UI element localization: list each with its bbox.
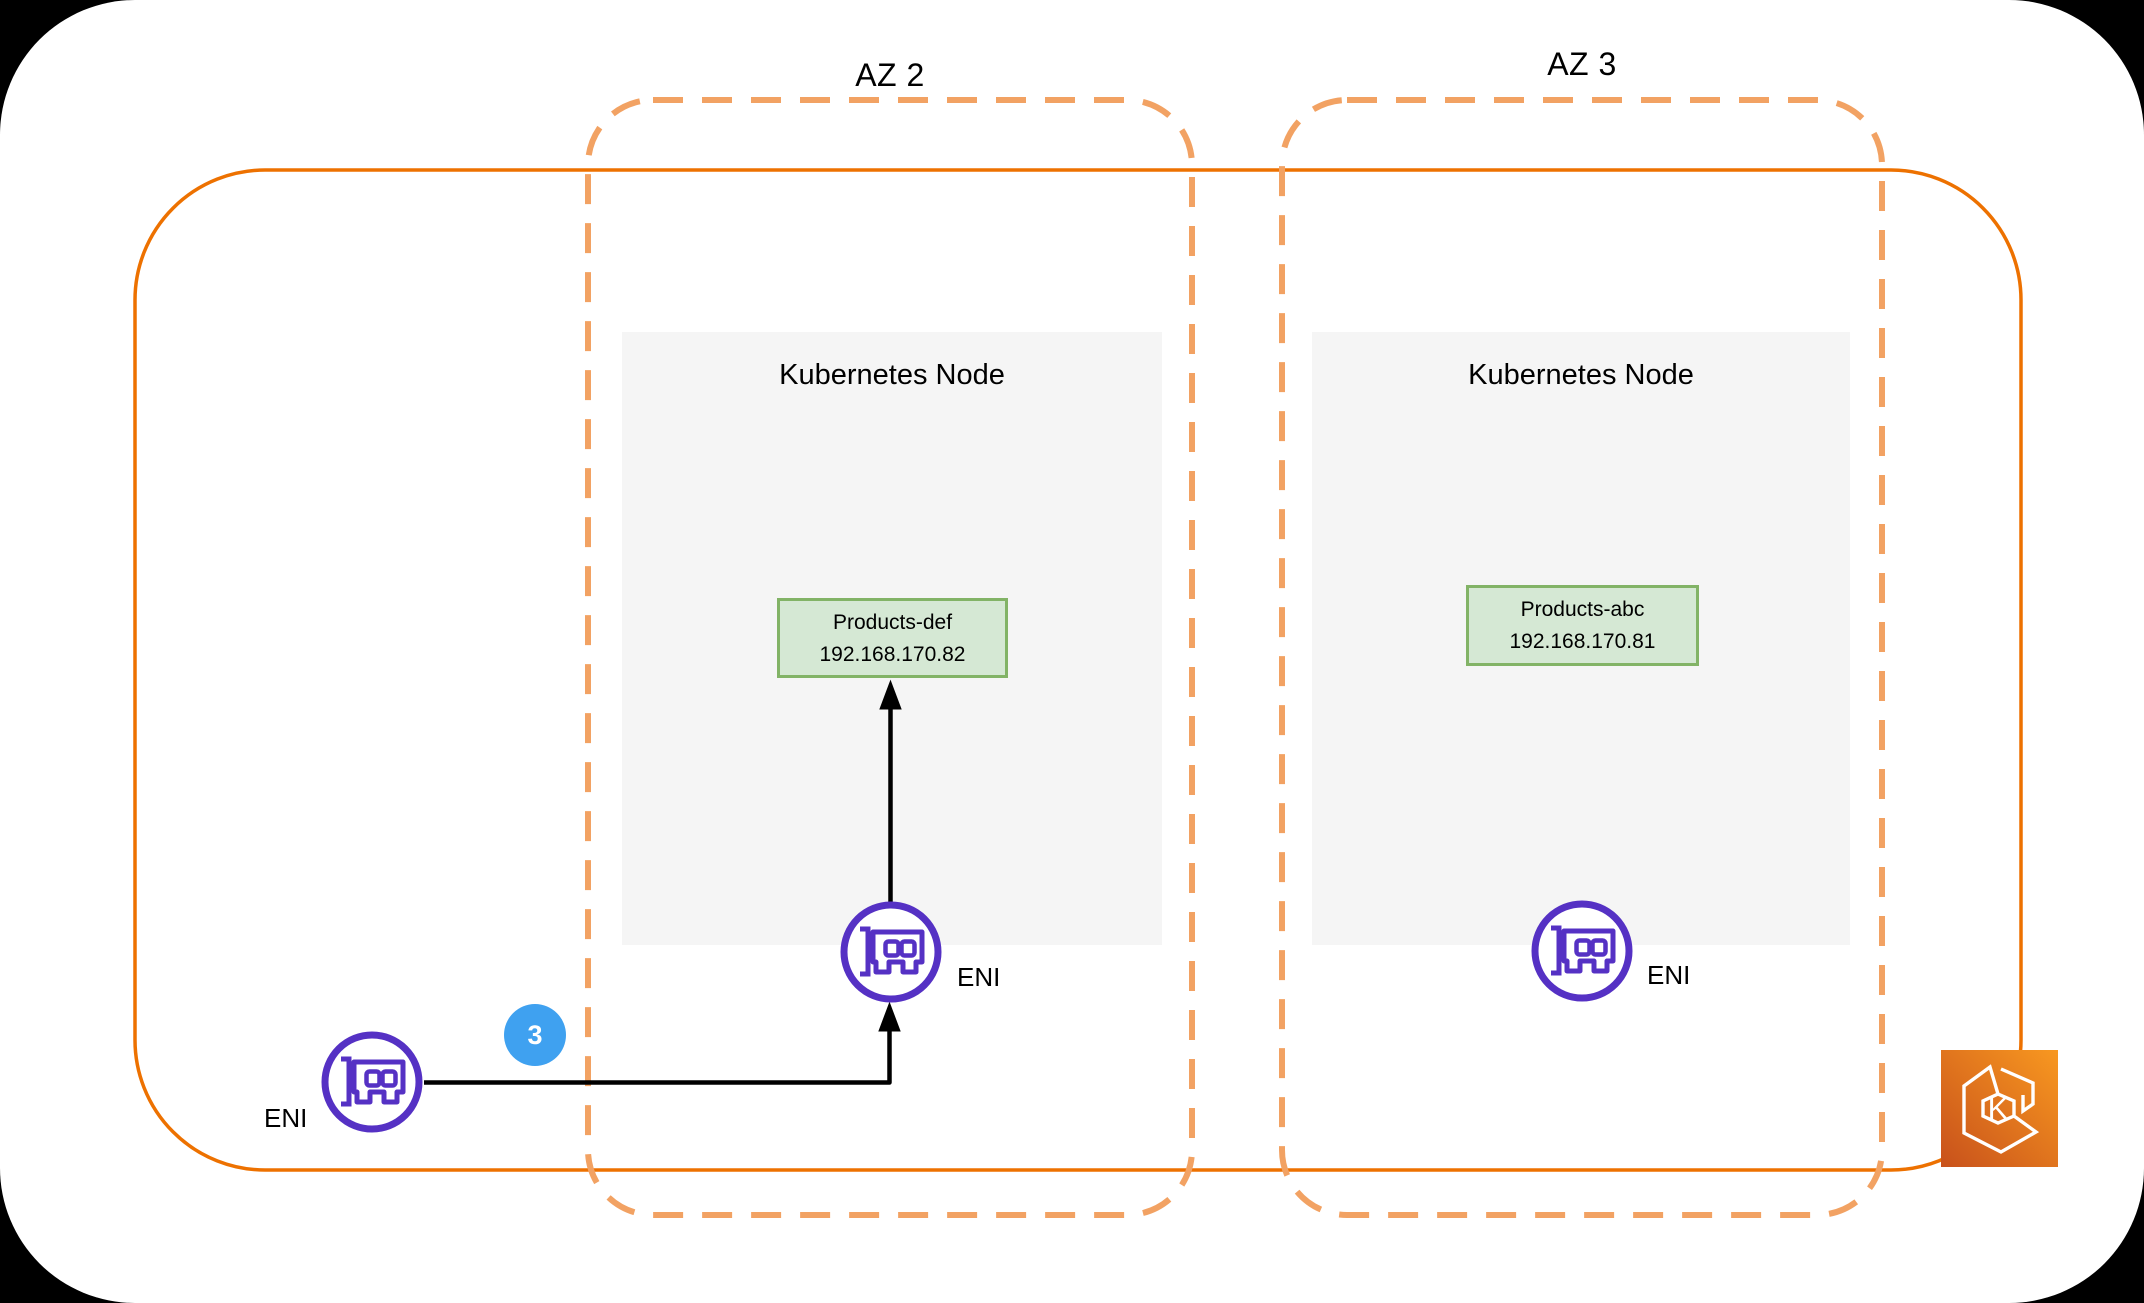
kubernetes-node-title: Kubernetes Node: [779, 359, 1005, 391]
eks-logo-glyph: K: [1962, 1064, 2040, 1154]
step-3-badge: 3: [504, 1004, 566, 1066]
eks-letter: K: [1988, 1091, 2009, 1126]
kubernetes-node-title: Kubernetes Node: [1468, 359, 1694, 391]
arrow-eni-to-pod: [879, 679, 902, 902]
eni-icon: [839, 900, 943, 1004]
pod-name: Products-def: [832, 610, 953, 634]
pod-products-abc: Products-abc 192.168.170.81: [1466, 585, 1699, 666]
eni-label: ENI: [957, 962, 1001, 992]
pod-ip: 192.168.170.81: [1509, 630, 1656, 653]
az3-boundary: [1279, 97, 1885, 1218]
pod-name: Products-abc: [1520, 598, 1645, 621]
pod-products-def: Products-def 192.168.170.82: [777, 598, 1008, 678]
eni-label: ENI: [264, 1103, 308, 1133]
eni-icon: [320, 1030, 424, 1134]
vpc-boundary: [133, 168, 2023, 1172]
pod-ip: 192.168.170.82: [819, 642, 966, 666]
eni-label: ENI: [1647, 960, 1691, 990]
az3-label: AZ 3: [1547, 46, 1617, 82]
eni-icon: [1530, 899, 1634, 1003]
amazon-eks-icon: K: [1941, 1050, 2058, 1167]
az2-label: AZ 2: [855, 57, 925, 93]
step-badge-value: 3: [527, 1019, 543, 1050]
arrow-external-eni-to-node-eni: [424, 1001, 901, 1085]
